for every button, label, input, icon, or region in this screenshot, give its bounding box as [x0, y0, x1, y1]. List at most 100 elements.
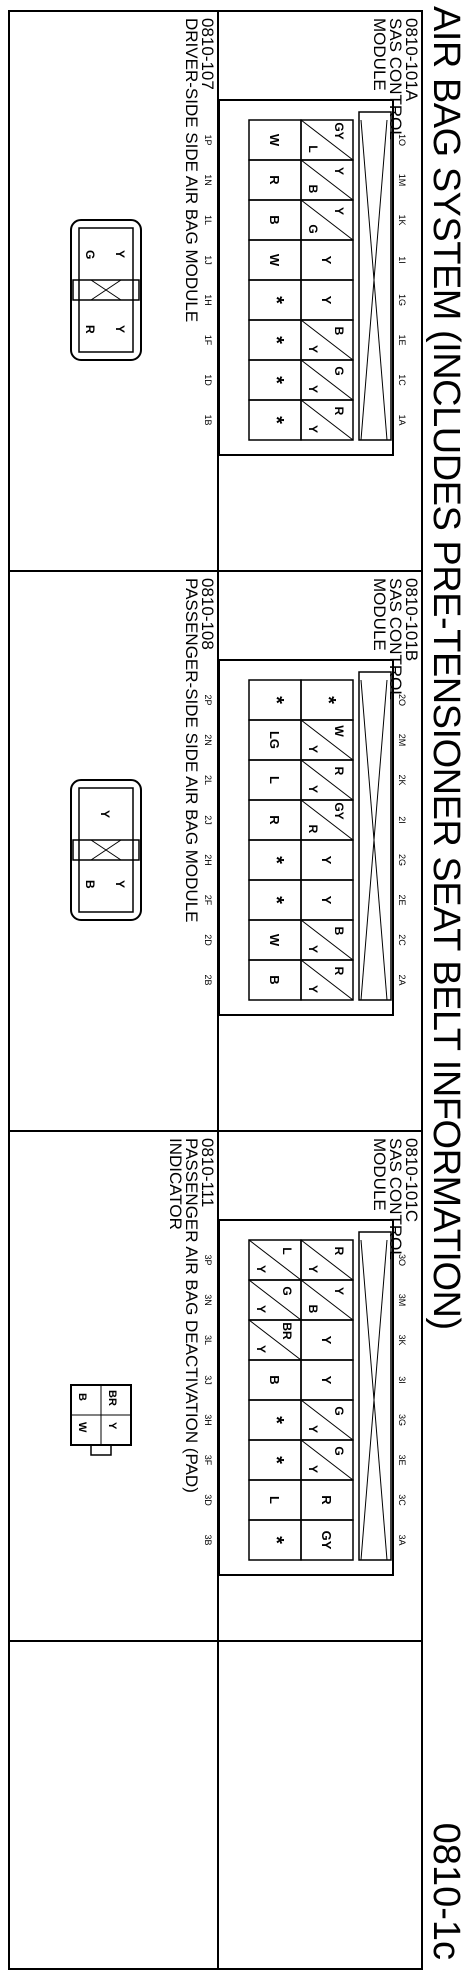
wire-color: B: [267, 215, 282, 224]
cavity-divider: [300, 919, 354, 961]
wire-color: R: [267, 815, 282, 825]
cavity-divider: [248, 1239, 302, 1281]
wire-color: W: [76, 1422, 88, 1433]
wire-color: B: [332, 927, 346, 936]
wire-color: L: [267, 776, 282, 784]
connector-107: [70, 219, 142, 361]
pin-label: 2H: [203, 854, 213, 866]
cavity-divider: [300, 759, 354, 801]
wire-color: Y: [113, 325, 127, 333]
wire-color: R: [332, 967, 346, 976]
wire-color: GY: [319, 1531, 334, 1550]
connector-latch: [358, 1231, 392, 1561]
cavity-divider: [248, 1319, 302, 1361]
wire-color: R: [267, 175, 282, 185]
wire-color: R: [332, 767, 346, 776]
pin-label: 3D: [203, 1494, 213, 1506]
wire-color: *: [265, 856, 287, 864]
cavity-divider: [300, 359, 354, 401]
connector-108-key: [72, 839, 140, 861]
wire-color: R: [332, 1247, 346, 1256]
wire-color: *: [265, 896, 287, 904]
wire-color: GY: [332, 122, 346, 139]
connector-housing: [218, 659, 394, 1016]
wire-color: LG: [267, 731, 282, 749]
cavity-divider: [248, 1279, 302, 1321]
wire-color: W: [267, 134, 282, 147]
pin-label: 2C: [397, 934, 407, 946]
pin-label: 1M: [397, 174, 407, 187]
wire-color: R: [83, 325, 97, 334]
pin-label: 1D: [203, 374, 213, 386]
pin-label: 1A: [397, 414, 407, 425]
wire-color: Y: [306, 1265, 320, 1273]
connector-108-key: [90, 839, 122, 861]
pin-label: 1O: [397, 134, 407, 146]
cavity-divider: [300, 199, 354, 241]
wire-color: Y: [306, 345, 320, 353]
cavity-divider: [300, 959, 354, 1001]
pin-label: 2I: [397, 816, 407, 824]
wire-color: B: [267, 975, 282, 984]
pin-label: 1K: [397, 214, 407, 225]
wire-color: Y: [319, 896, 334, 905]
wire-color: B: [76, 1393, 88, 1401]
pin-label: 3K: [397, 1334, 407, 1345]
pin-label: 3P: [203, 1254, 213, 1265]
pin-label: 3C: [397, 1494, 407, 1506]
cavity-divider: [300, 719, 354, 761]
wire-color: Y: [332, 1287, 346, 1295]
pin-label: 2J: [203, 815, 213, 825]
pin-label: 3O: [397, 1254, 407, 1266]
connector-latch: [358, 671, 392, 1001]
wire-color: Y: [113, 250, 127, 258]
wire-color: *: [265, 1456, 287, 1464]
wire-color: B: [83, 880, 97, 889]
cavity-divider: [300, 799, 354, 841]
pin-label: 2G: [397, 854, 407, 866]
wire-color: Y: [306, 1425, 320, 1433]
wire-color: Y: [106, 1422, 118, 1430]
cavity: [248, 1519, 302, 1561]
pin-label: 2P: [203, 694, 213, 705]
wire-color: Y: [319, 1336, 334, 1345]
connector-latch: [358, 111, 392, 441]
connector-107-key: [90, 279, 122, 301]
pin-label: 1P: [203, 134, 213, 145]
pin-label: 2A: [397, 974, 407, 985]
wire-color: *: [265, 1416, 287, 1424]
wire-color: *: [265, 416, 287, 424]
connector-108-inner: [78, 787, 134, 913]
wire-color: Y: [306, 425, 320, 433]
pin-label: 3F: [203, 1455, 213, 1466]
wire-color: W: [267, 254, 282, 267]
pin-label: 3I: [397, 1376, 407, 1384]
pin-label: 1N: [203, 174, 213, 186]
wire-color: Y: [254, 1305, 268, 1313]
wire-color: *: [265, 696, 287, 704]
cavity-divider: [300, 1439, 354, 1481]
connector-107-key: [72, 279, 140, 301]
wire-color: Y: [306, 385, 320, 393]
pin-label: 2K: [397, 774, 407, 785]
wire-color: G: [280, 1286, 294, 1295]
pin-label: 2D: [203, 934, 213, 946]
wire-color: G: [306, 224, 320, 233]
wire-color: Y: [306, 785, 320, 793]
wire-color: BR: [280, 1322, 294, 1340]
wire-color: B: [267, 1375, 282, 1384]
pin-label: 3M: [397, 1294, 407, 1307]
cavity-divider: [300, 1279, 354, 1321]
connector-latch: [360, 679, 388, 1001]
pin-label: 3H: [203, 1414, 213, 1426]
pin-label: 3G: [397, 1414, 407, 1426]
wire-color: R: [319, 1495, 334, 1505]
connector-housing: [218, 1219, 394, 1576]
connector-latch: [360, 1239, 388, 1561]
wire-color: L: [306, 145, 320, 152]
wire-color: G: [332, 1446, 346, 1455]
pin-label: 1E: [397, 334, 407, 345]
